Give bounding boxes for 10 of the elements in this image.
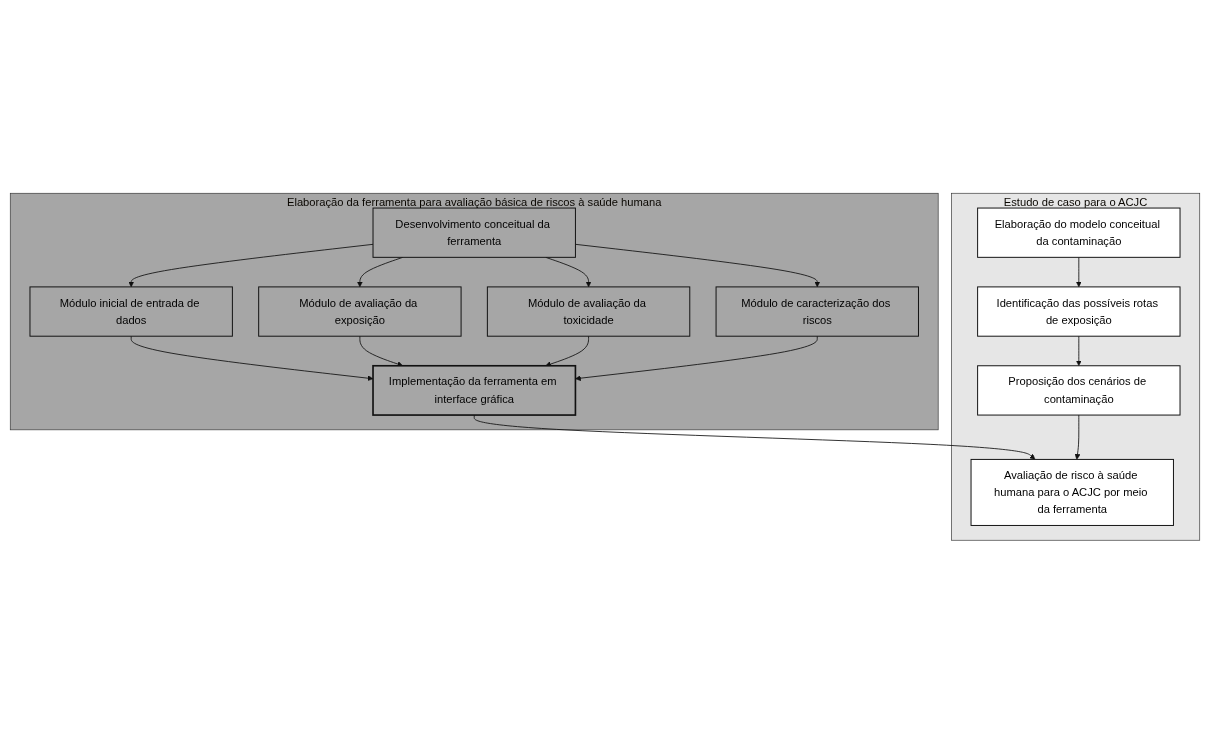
- node-box: Módulo de caracterização dos riscos: [715, 286, 919, 337]
- node-box: Proposição dos cenários de contaminação: [976, 365, 1180, 416]
- node-box: Elaboração do modelo conceitual da contaminação: [976, 207, 1180, 259]
- node-box: Desenvolvimento conceitual da ferramenta: [372, 207, 576, 259]
- node-box: Identificação das possíveis rotas de exposição: [976, 286, 1180, 337]
- node-box: Avaliação de risco à saúde humana para o ACJC por meio da ferramenta: [970, 459, 1174, 527]
- node-box: Implementação da ferramenta em interface gráfica: [371, 365, 576, 417]
- node-box: Módulo inicial de entrada de dados: [29, 286, 233, 337]
- node-box: Módulo de avaliação da toxicidade: [486, 286, 690, 337]
- node-box: Módulo de avaliação da exposição: [257, 286, 462, 337]
